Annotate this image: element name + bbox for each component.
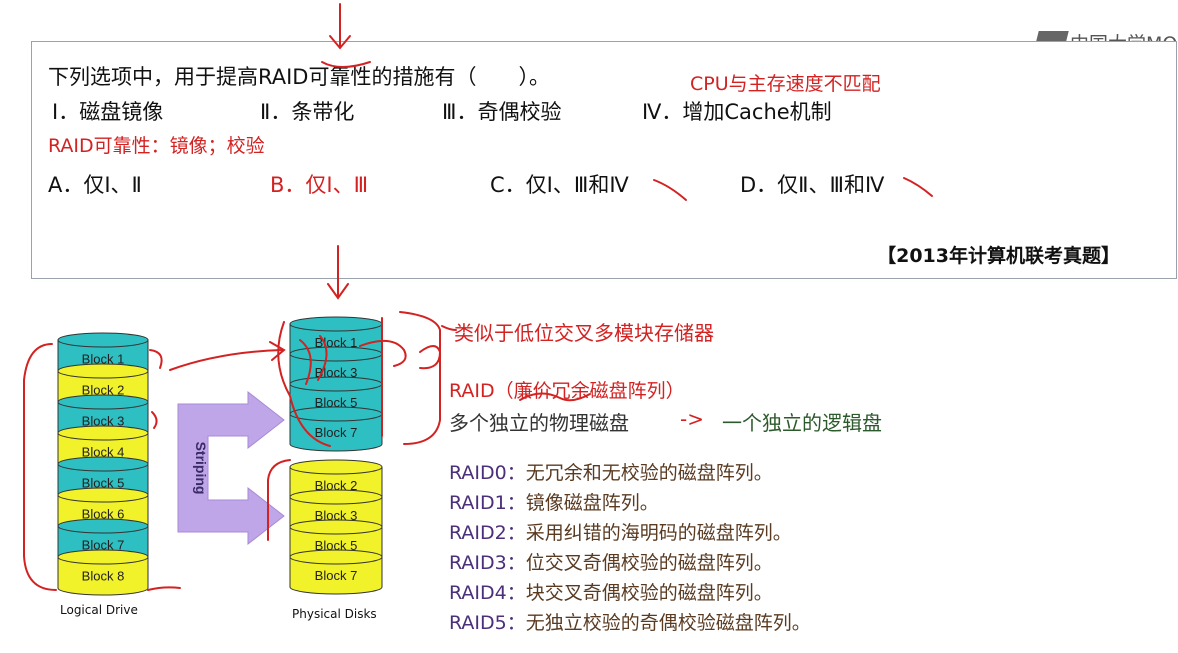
item-striping: Ⅱ．条带化 — [260, 100, 355, 124]
raid-underline — [321, 61, 371, 68]
raid-level-row: RAID4：块交叉奇偶校验的磁盘阵列。 — [449, 578, 811, 608]
logical-block: Block 8 — [57, 549, 149, 596]
logical-block-label: Block 1 — [82, 352, 125, 367]
striping-arrow — [177, 390, 285, 546]
logical-block-label: Block 4 — [82, 445, 125, 460]
handwritten-marks — [23, 3, 933, 591]
logical-block-label: Block 8 — [82, 569, 125, 584]
raid-level-row: RAID1：镜像磁盘阵列。 — [449, 488, 811, 518]
disk2-block-label: Block 5 — [315, 538, 358, 553]
logical-block-label: Block 6 — [82, 507, 125, 522]
raid-level-key: RAID1： — [449, 492, 526, 514]
logical-drive-label: Logical Drive — [60, 603, 138, 617]
raid-level-desc: 位交叉奇偶校验的磁盘阵列。 — [525, 552, 773, 574]
raid-level-key: RAID3： — [449, 552, 526, 574]
raid-word-underline — [519, 392, 591, 402]
disk2-block-label: Block 2 — [315, 478, 358, 493]
disk2-block-label: Block 3 — [315, 508, 358, 523]
option-b: B．仅Ⅰ、Ⅲ — [270, 173, 369, 197]
many-disks-text: 多个独立的物理磁盘 — [449, 411, 629, 435]
logical-block-label: Block 7 — [82, 538, 125, 553]
disk1-scribble — [277, 321, 331, 447]
physical-disk-2-stack: Block 2 Block 3 Block 5 Block 7 — [289, 459, 383, 595]
logical-to-disk-arrow — [169, 341, 286, 371]
item-mirror: Ⅰ．磁盘镜像 — [52, 100, 164, 124]
question-stem: 下列选项中，用于提高RAID可靠性的措施有（ ）。 — [48, 65, 550, 89]
raid-level-desc: 块交叉奇偶校验的磁盘阵列。 — [525, 582, 773, 604]
disk1-block-label: Block 3 — [315, 365, 358, 380]
raid-level-row: RAID3：位交叉奇偶校验的磁盘阵列。 — [449, 548, 811, 578]
one-disk-text: 一个独立的逻辑盘 — [722, 411, 882, 435]
top-down-arrow — [329, 3, 351, 50]
similar-note: 类似于低位交叉多模块存储器 — [454, 321, 714, 345]
disk1-circle — [419, 345, 442, 370]
raid-level-desc: 无冗余和无校验的磁盘阵列。 — [525, 462, 773, 484]
disk2-block: Block 7 — [289, 549, 383, 595]
conversion-arrow: -> — [680, 407, 704, 431]
logical-right-tick-3 — [147, 586, 181, 591]
raid-level-list: RAID0：无冗余和无校验的磁盘阵列。 RAID1：镜像磁盘阵列。 RAID2：… — [449, 458, 811, 638]
raid-level-row: RAID5：无独立校验的奇偶校验磁盘阵列。 — [449, 608, 811, 638]
disk1-right-bracket — [399, 311, 441, 445]
raid-definition: RAID（廉价冗余磁盘阵列） — [449, 380, 685, 402]
item-parity: Ⅲ．奇偶校验 — [442, 100, 562, 124]
middle-down-arrow — [327, 245, 349, 300]
option-a: A．仅Ⅰ、Ⅱ — [48, 173, 142, 197]
question-box: 下列选项中，用于提高RAID可靠性的措施有（ ）。 CPU与主存速度不匹配 Ⅰ．… — [31, 41, 1177, 279]
disk1-bracket-link — [441, 325, 457, 331]
logical-block-label: Block 3 — [82, 414, 125, 429]
disk2-block-label: Block 7 — [315, 568, 358, 583]
item-cache: Ⅳ．增加Cache机制 — [642, 100, 832, 124]
raid-level-desc: 采用纠错的海明码的磁盘阵列。 — [525, 522, 792, 544]
option-d-strike — [903, 177, 933, 197]
disk1-loop — [359, 339, 407, 367]
raid-level-desc: 镜像磁盘阵列。 — [525, 492, 659, 514]
option-c: C．仅Ⅰ、Ⅲ和Ⅳ — [490, 173, 629, 197]
disk1-block-label: Block 5 — [315, 395, 358, 410]
reliability-note: RAID可靠性：镜像；校验 — [48, 135, 265, 157]
raid-level-row: RAID0：无冗余和无校验的磁盘阵列。 — [449, 458, 811, 488]
logical-drive-stack: Block 1 Block 2 Block 3 Block 4 Block 5 Block… — [57, 332, 149, 596]
disk2-bracket — [267, 459, 291, 541]
raid-level-key: RAID4： — [449, 582, 526, 604]
raid-level-key: RAID2： — [449, 522, 526, 544]
logical-bracket — [23, 343, 57, 591]
raid-level-row: RAID2：采用纠错的海明码的磁盘阵列。 — [449, 518, 811, 548]
logical-right-tick-1 — [149, 349, 163, 369]
logical-block-label: Block 2 — [82, 383, 125, 398]
logical-right-tick-2 — [151, 411, 158, 429]
physical-disks-label: Physical Disks — [292, 607, 377, 621]
logical-block-label: Block 5 — [82, 476, 125, 491]
cpu-handwritten-note: CPU与主存速度不匹配 — [690, 73, 881, 95]
option-d: D．仅Ⅱ、Ⅲ和Ⅳ — [740, 173, 885, 197]
option-c-strike — [653, 179, 687, 201]
striping-label: Striping — [193, 442, 209, 495]
raid-level-key: RAID0： — [449, 462, 526, 484]
raid-level-desc: 无独立校验的奇偶校验磁盘阵列。 — [525, 612, 811, 634]
question-source: 【2013年计算机联考真题】 — [877, 245, 1120, 267]
raid-level-key: RAID5： — [449, 612, 526, 634]
disk1-block-label: Block 7 — [315, 425, 358, 440]
